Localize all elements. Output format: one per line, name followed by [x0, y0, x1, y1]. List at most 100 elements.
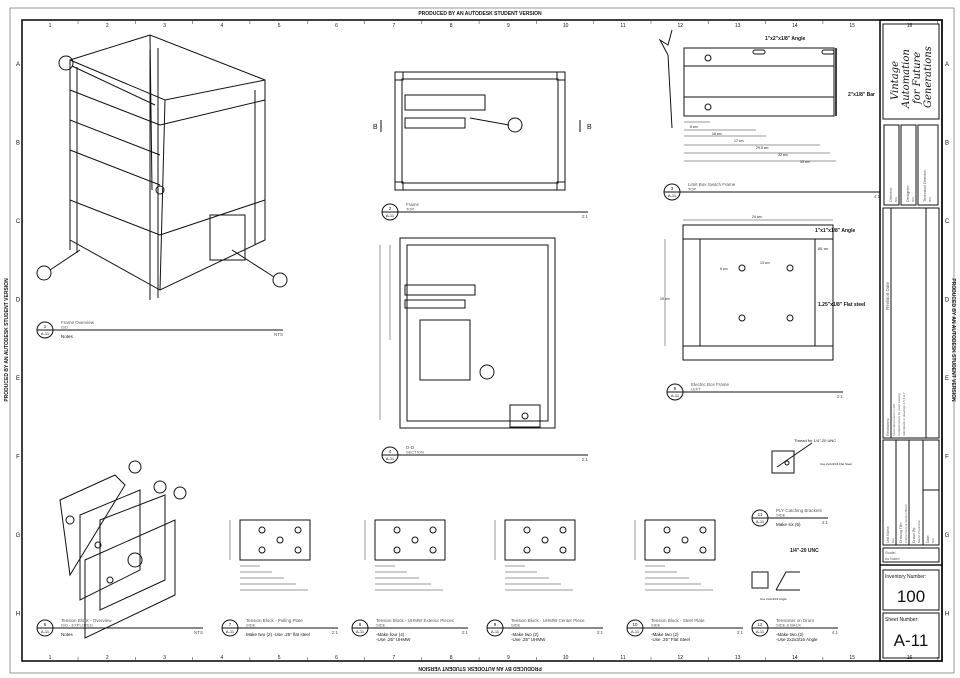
- column-marker: 10: [563, 655, 569, 661]
- revision-3: Add details in drawings 1,5,6 & 7: [902, 392, 906, 436]
- view-title: Tension Block - Pulling Plate: [246, 618, 303, 623]
- view-subtitle: TOP: [406, 207, 414, 212]
- unit-name-label: Unit Name:: [886, 525, 890, 543]
- revision-date-label: Revision Date: [885, 281, 890, 310]
- row-marker: F: [16, 455, 20, 461]
- ply-bracket-drawing: Thread for 1/4"-20 UNC Use 2x2x3/16 Flat…: [771, 438, 852, 474]
- thread-callout: Thread for 1/4"-20 UNC: [794, 438, 836, 443]
- view-subtitle: TOP: [688, 187, 696, 192]
- row-marker: H: [945, 612, 949, 618]
- unit-name-value: N/A: [891, 538, 895, 543]
- inventory-number-value: 100: [897, 587, 925, 606]
- date-value: N/A: [931, 538, 935, 543]
- view-note: Notes: [61, 632, 74, 637]
- view-note: -Make two (2): [651, 632, 679, 637]
- row-marker: B: [945, 141, 949, 147]
- view-sheet-ref: A-11: [356, 629, 365, 634]
- view-scale: 2:1: [462, 630, 469, 635]
- tech-director-label: Technical Director:: [922, 169, 927, 202]
- column-marker: 16: [907, 23, 913, 29]
- revision-1: Fixed dimensions in 3/8": [892, 403, 896, 436]
- dimension-label: 6 cm: [690, 125, 698, 129]
- sheet-number-value: A-11: [894, 631, 929, 650]
- column-marker: 12: [678, 23, 684, 29]
- view-scale: 4:1: [822, 520, 829, 525]
- view-note: -Make four (4): [376, 632, 405, 637]
- dimension-label: 32 cm: [778, 153, 788, 157]
- drawn-by-label: Drawn By:: [912, 527, 916, 543]
- svg-text:Automation: Automation: [901, 49, 912, 109]
- column-marker: 6: [335, 23, 338, 29]
- tensioner-drawing: 1/4"-20 UNC Use 2x2x3/16 Angle: [751, 548, 819, 601]
- view-title: Tension Block - UHMW Center Piece: [511, 618, 585, 623]
- row-marker: D: [16, 298, 21, 304]
- column-marker: 15: [849, 655, 855, 661]
- column-marker: 14: [792, 23, 798, 29]
- view-note: -Make two (2): [511, 632, 539, 637]
- dimension-label: 33 cm: [800, 160, 810, 164]
- view-subtitle: SIDE: [376, 623, 386, 628]
- view-number: 9: [494, 622, 497, 627]
- view-scale: 2:1: [582, 214, 589, 219]
- row-marker: C: [945, 219, 950, 225]
- view-sheet-ref: A-11: [226, 629, 235, 634]
- dimension-label: 16 cm: [712, 132, 722, 136]
- column-marker: 11: [620, 23, 625, 29]
- director-value: N/A: [894, 197, 898, 202]
- dimension-label: 17 cm: [734, 139, 744, 143]
- column-marker: 4: [221, 23, 224, 29]
- view-subtitle: SECTION: [406, 450, 424, 455]
- section-d-d-drawing: [379, 237, 556, 429]
- view-title: Limit Box Switch Frame: [688, 182, 736, 187]
- watermark-right: PRODUCED BY AN AUTODESK STUDENT VERSION: [950, 278, 956, 402]
- row-marker: C: [16, 219, 21, 225]
- frame-top-drawing: B B: [373, 71, 592, 191]
- unc-callout: 1/4"-20 UNC: [790, 548, 819, 554]
- view-subtitle: SIDE: [776, 513, 786, 518]
- view-note: Make two (2) -Use .25" flat steel: [246, 632, 310, 637]
- bar-callout: 2"x1/8" Bar: [848, 92, 875, 98]
- view-subtitle: SIDE: [511, 623, 521, 628]
- view-title: Tension Block - UHMW Exterior Pieces: [376, 618, 455, 623]
- column-marker: 5: [278, 655, 281, 661]
- column-marker: 13: [735, 23, 741, 29]
- view-scale: 4:1: [874, 194, 881, 199]
- tech-director-value: N/A: [928, 197, 932, 202]
- designer-label: Designer:: [905, 185, 910, 202]
- view-number: 4: [389, 449, 392, 454]
- view-title: Frame: [406, 202, 419, 207]
- column-marker: 6: [335, 655, 338, 661]
- revision-2: Updated colors for ease viewing: [897, 393, 901, 436]
- row-marker: B: [16, 141, 20, 147]
- view-number: 8: [359, 622, 362, 627]
- view-sheet-ref: A-11: [668, 193, 677, 198]
- view-callout-8: 8A-11 Tension Block - UHMW Exterior Piece…: [351, 618, 469, 642]
- row-marker: H: [16, 612, 20, 618]
- view-sheet-ref: A-11: [41, 331, 50, 336]
- section-marker-right: B: [587, 124, 592, 131]
- scale-label: Scale:: [885, 550, 896, 555]
- dimension-label: 13 cm: [760, 261, 770, 265]
- angle-callout-electric: 1"x1"x1/8" Angle: [815, 228, 855, 234]
- title-block: Vintage Automation for Future Generation…: [879, 19, 943, 662]
- view-sheet-ref: A-11: [756, 629, 765, 634]
- column-marker: 13: [735, 655, 741, 661]
- view-number: 12: [757, 622, 763, 627]
- view-number: 1: [44, 324, 47, 329]
- svg-text:Vintage: Vintage: [890, 61, 901, 100]
- view-subtitle: ISO: [61, 325, 68, 330]
- view-scale: 4:1: [832, 630, 839, 635]
- column-marker: 9: [507, 23, 510, 29]
- column-marker: 2: [106, 655, 109, 661]
- column-marker: 1: [49, 23, 52, 29]
- view-number: 5: [674, 386, 677, 391]
- watermark-top: PRODUCED BY AN AUTODESK STUDENT VERSION: [418, 11, 542, 17]
